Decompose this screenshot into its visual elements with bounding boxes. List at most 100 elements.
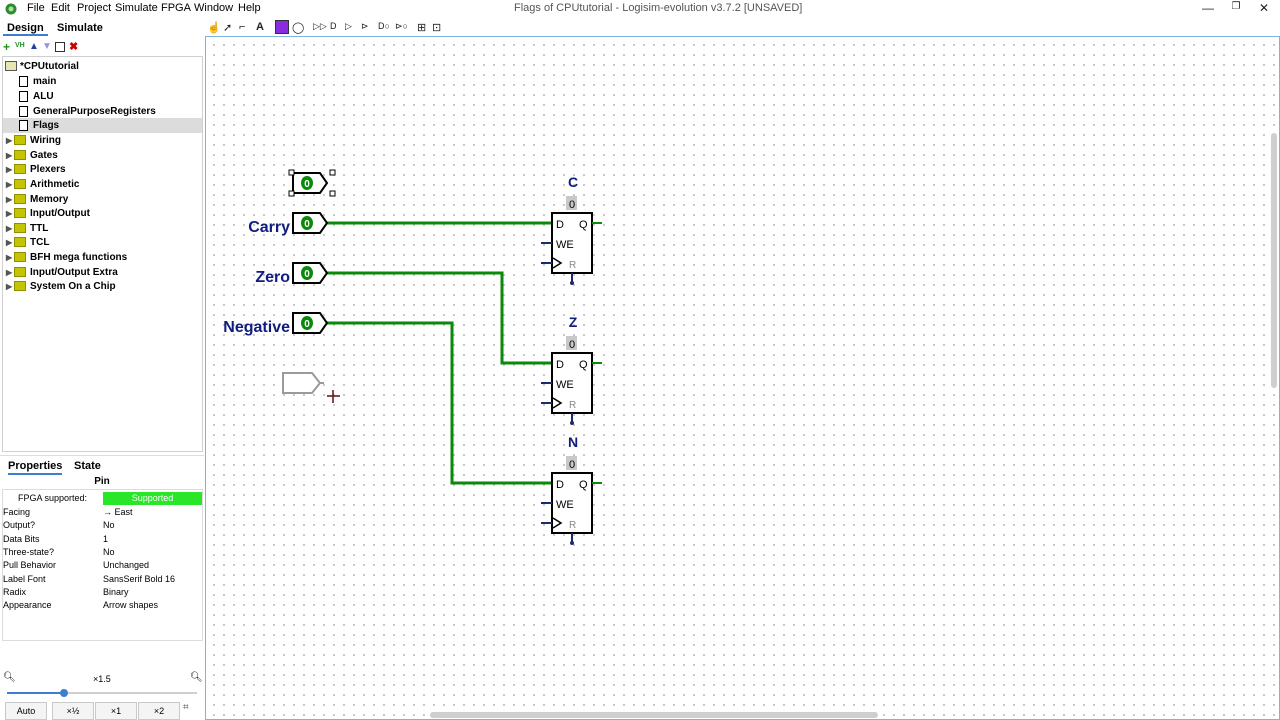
menu-edit[interactable]: Edit — [51, 2, 70, 14]
tree-project-root[interactable]: *CPUtutorial — [3, 59, 202, 74]
prop-key: Data Bits — [3, 534, 40, 544]
zoom-in-icon[interactable]: 🔍︎ — [190, 672, 203, 683]
input-pin-tool-icon[interactable] — [275, 20, 289, 34]
prop-value[interactable]: No — [103, 520, 115, 530]
expand-icon[interactable]: ▶ — [6, 253, 13, 262]
wire-zero[interactable] — [327, 271, 552, 365]
input-pin-zero[interactable]: 0 — [292, 262, 329, 284]
expand-icon[interactable]: ▶ — [6, 209, 13, 218]
prop-value[interactable]: Binary — [103, 587, 129, 597]
vertical-scrollbar[interactable] — [1271, 133, 1277, 388]
tree-circuit-gpr[interactable]: GeneralPurposeRegisters — [3, 104, 218, 119]
tab-design[interactable]: Design — [3, 22, 48, 36]
close-button[interactable]: ✕ — [1258, 1, 1270, 15]
input-pin-negative[interactable]: 0 — [292, 312, 329, 334]
prop-row-three-state[interactable]: Three-state?No — [3, 546, 202, 559]
flipflop-z[interactable]: Z 0 D Q WE R — [541, 314, 602, 425]
flipflop-c[interactable]: C 0 D Q WE R — [541, 174, 602, 285]
wire-negative[interactable] — [327, 321, 552, 485]
prop-value[interactable]: SansSerif Bold 16 — [103, 574, 176, 584]
text-tool-icon[interactable]: A — [256, 21, 264, 33]
zoom-slider[interactable] — [7, 692, 197, 694]
expand-icon[interactable]: ▶ — [6, 151, 13, 160]
not-gate-tool-icon[interactable]: ▷ — [345, 21, 352, 31]
input-pin-carry[interactable]: 0 — [292, 212, 329, 234]
edit-appearance-icon[interactable] — [55, 42, 65, 52]
output-pin-tool-icon[interactable]: ◯ — [292, 22, 305, 34]
menu-project[interactable]: Project — [77, 2, 112, 14]
tree-library-bfh[interactable]: ▶ BFH mega functions — [3, 250, 205, 265]
tree-library-tcl[interactable]: ▶TCL — [3, 235, 205, 250]
prop-value[interactable]: → East — [103, 507, 133, 517]
input-pin-selected[interactable]: 0 — [288, 169, 336, 197]
menu-file[interactable]: File — [27, 2, 45, 14]
expand-icon[interactable]: ▶ — [6, 136, 13, 145]
or-gate-tool-icon[interactable]: ⊳ — [361, 21, 369, 31]
tree-library-memory[interactable]: ▶Memory — [3, 192, 205, 207]
delete-circuit-icon[interactable]: ✖ — [69, 41, 79, 53]
appearance-tool-icon[interactable]: ⊡ — [432, 22, 442, 34]
move-up-icon[interactable]: ▲ — [29, 41, 39, 52]
expand-icon[interactable]: ▶ — [6, 282, 13, 291]
prop-row-facing[interactable]: Facing→ East — [3, 506, 202, 519]
expand-icon[interactable]: ▶ — [6, 238, 13, 247]
prop-value[interactable]: Unchanged — [103, 560, 150, 570]
tab-state[interactable]: State — [74, 460, 101, 472]
expand-icon[interactable]: ▶ — [6, 180, 13, 189]
maximize-button[interactable]: ❐ — [1231, 1, 1241, 12]
tree-library-gates[interactable]: ▶Gates — [3, 148, 205, 163]
tree-circuit-alu[interactable]: ALU — [3, 89, 218, 104]
tree-library-soc[interactable]: ▶System On a Chip — [3, 279, 205, 294]
menu-fpga[interactable]: FPGA — [161, 2, 191, 14]
tree-library-ttl[interactable]: ▶TTL — [3, 221, 205, 236]
menu-help[interactable]: Help — [238, 2, 261, 14]
minimize-button[interactable]: — — [1202, 1, 1214, 15]
nor-gate-tool-icon[interactable]: ⊳○ — [395, 21, 408, 31]
layout-tool-icon[interactable]: ⊞ — [417, 22, 427, 34]
tab-properties[interactable]: Properties — [8, 460, 63, 475]
prop-value[interactable]: Arrow shapes — [103, 600, 159, 610]
zoom-out-icon[interactable]: 🔍︎ — [3, 672, 16, 683]
circuit-canvas[interactable] — [205, 36, 1280, 720]
move-down-icon[interactable]: ▼ — [42, 41, 52, 52]
tree-library-plexers[interactable]: ▶Plexers — [3, 162, 205, 177]
menu-simulate[interactable]: Simulate — [115, 2, 158, 14]
add-circuit-icon[interactable]: + — [3, 40, 11, 54]
prop-value[interactable]: 1 — [103, 534, 109, 544]
select-tool-icon[interactable]: ➚ — [223, 22, 233, 34]
poke-tool-icon[interactable]: ☝ — [207, 22, 221, 34]
flipflop-n[interactable]: N 0 D Q WE R — [541, 434, 602, 545]
zoom-slider-thumb[interactable] — [60, 689, 68, 697]
tree-library-input-output[interactable]: ▶Input/Output — [3, 206, 205, 221]
prop-value[interactable]: Supported — [103, 492, 202, 505]
nand-gate-tool-icon[interactable]: D○ — [378, 21, 390, 31]
add-vhdl-icon[interactable]: VH — [15, 42, 25, 49]
expand-icon[interactable]: ▶ — [6, 268, 13, 277]
and-gate-tool-icon[interactable]: D — [330, 21, 337, 31]
buffer-tool-icon[interactable]: ▷▷ — [313, 21, 327, 31]
expand-icon[interactable]: ▶ — [6, 224, 13, 233]
tree-library-wiring[interactable]: ▶Wiring — [3, 133, 205, 148]
horizontal-scrollbar[interactable] — [430, 712, 878, 718]
wire-tool-icon[interactable]: ⌐ — [239, 21, 246, 33]
tree-circuit-flags[interactable]: Flags — [3, 118, 202, 133]
folder-icon — [14, 281, 26, 292]
tree-circuit-main[interactable]: main — [3, 74, 218, 89]
grid-toggle-icon[interactable]: ⌗ — [183, 702, 189, 713]
circuit-label: Flags — [33, 120, 60, 131]
flipflop-label: Z — [569, 314, 578, 330]
expand-icon[interactable]: ▶ — [6, 195, 13, 204]
prop-row-data-bits[interactable]: Data Bits 1 — [3, 533, 202, 546]
menu-window[interactable]: Window — [194, 2, 234, 14]
prop-row-output[interactable]: Output?No — [3, 519, 202, 532]
tree-library-io-extra[interactable]: ▶Input/Output Extra — [3, 265, 205, 280]
library-label: BFH mega functions — [30, 252, 128, 263]
prop-value[interactable]: No — [103, 547, 115, 557]
expand-icon[interactable]: ▶ — [6, 165, 13, 174]
tab-simulate[interactable]: Simulate — [57, 22, 103, 34]
tree-library-arithmetic[interactable]: ▶Arithmetic — [3, 177, 205, 192]
